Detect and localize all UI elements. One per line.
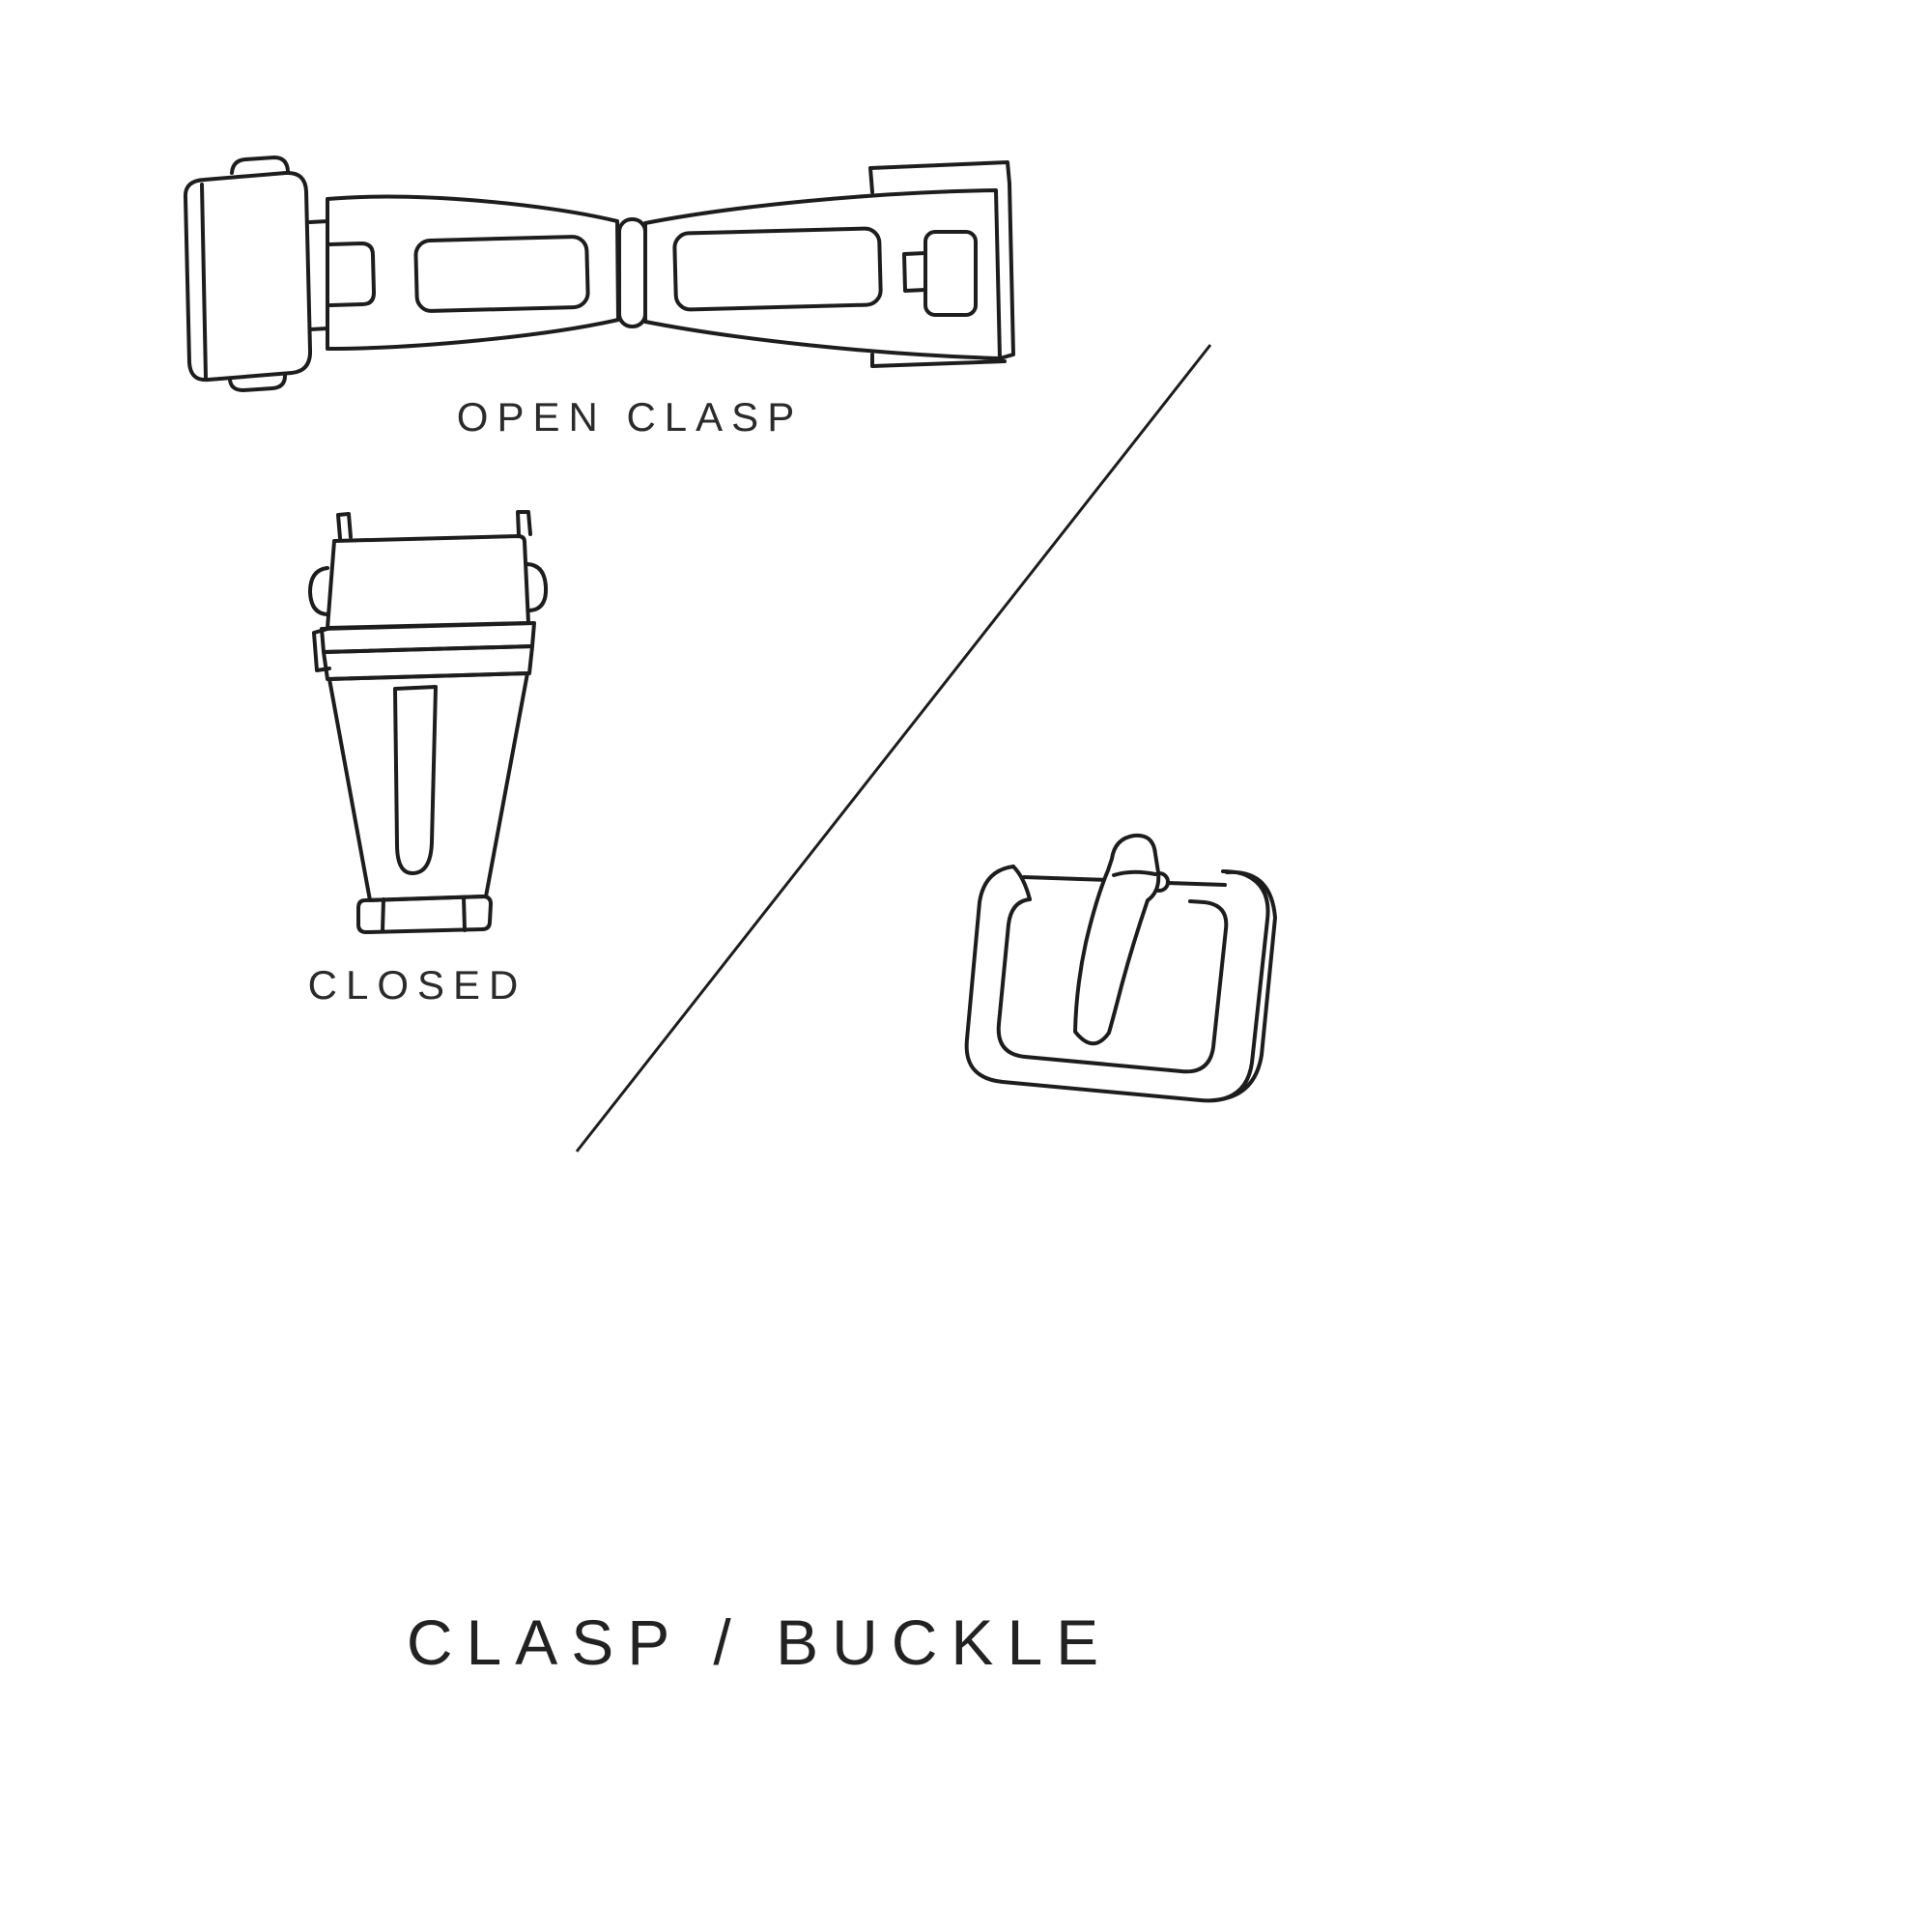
- open-clasp-label: OPEN CLASP: [456, 394, 804, 440]
- closed-clasp-label: CLOSED: [307, 962, 527, 1008]
- clasp-right-arm: [643, 188, 1002, 360]
- closed-clasp-bottom-cap-ticks: [381, 895, 467, 933]
- clasp-left-cap: [183, 170, 313, 383]
- clasp-right-arm-end-edge: [998, 182, 1015, 360]
- clasp-left-arm-notch: [327, 242, 376, 307]
- clasp-right-arm-bottom-step: [870, 353, 1007, 368]
- buckle-pin-right: [1166, 881, 1227, 887]
- clasp-cap-connector: [308, 219, 329, 331]
- closed-clasp-prong-left: [336, 512, 353, 540]
- clasp-right-arm-inner-panel: [672, 226, 883, 312]
- closed-clasp-left-tab: [312, 627, 331, 672]
- clasp-right-arm-catch: [923, 230, 978, 317]
- clasp-left-arm: [326, 194, 620, 351]
- diagram-title: CLASP / BUCKLE: [406, 1606, 1113, 1678]
- clasp-left-cap-fold-line: [200, 183, 208, 380]
- clasp-left-cap-top-tab: [230, 156, 290, 175]
- closed-clasp-ear-right: [526, 562, 549, 612]
- closed-clasp-illustration: [308, 510, 549, 934]
- buckle-illustration: [964, 833, 1277, 1103]
- clasp-right-arm-top-plate: [868, 160, 1011, 194]
- closed-clasp-body: [327, 671, 529, 902]
- clasp-left-arm-inner-panel: [413, 235, 590, 313]
- buckle-frame-inner: [996, 897, 1229, 1074]
- open-clasp-illustration: [183, 156, 1015, 392]
- buckle-left-post: [1011, 865, 1032, 901]
- closed-clasp-bottom-cap: [356, 895, 493, 934]
- divider-line: [575, 344, 1212, 1152]
- closed-clasp-slot: [393, 685, 438, 875]
- clasp-left-cap-bottom-tab: [228, 374, 287, 392]
- clasp-right-arm-hook: [902, 251, 927, 293]
- closed-clasp-prong-right: [516, 510, 532, 537]
- buckle-right-edge: [1211, 869, 1277, 1102]
- closed-clasp-ear-left: [308, 566, 330, 616]
- buckle-tongue: [1073, 833, 1161, 1046]
- buckle-pin-left: [1022, 875, 1111, 882]
- buckle-tongue-wrap-line: [1112, 869, 1157, 877]
- closed-clasp-top-box: [326, 534, 530, 630]
- clasp-hinge: [617, 217, 647, 328]
